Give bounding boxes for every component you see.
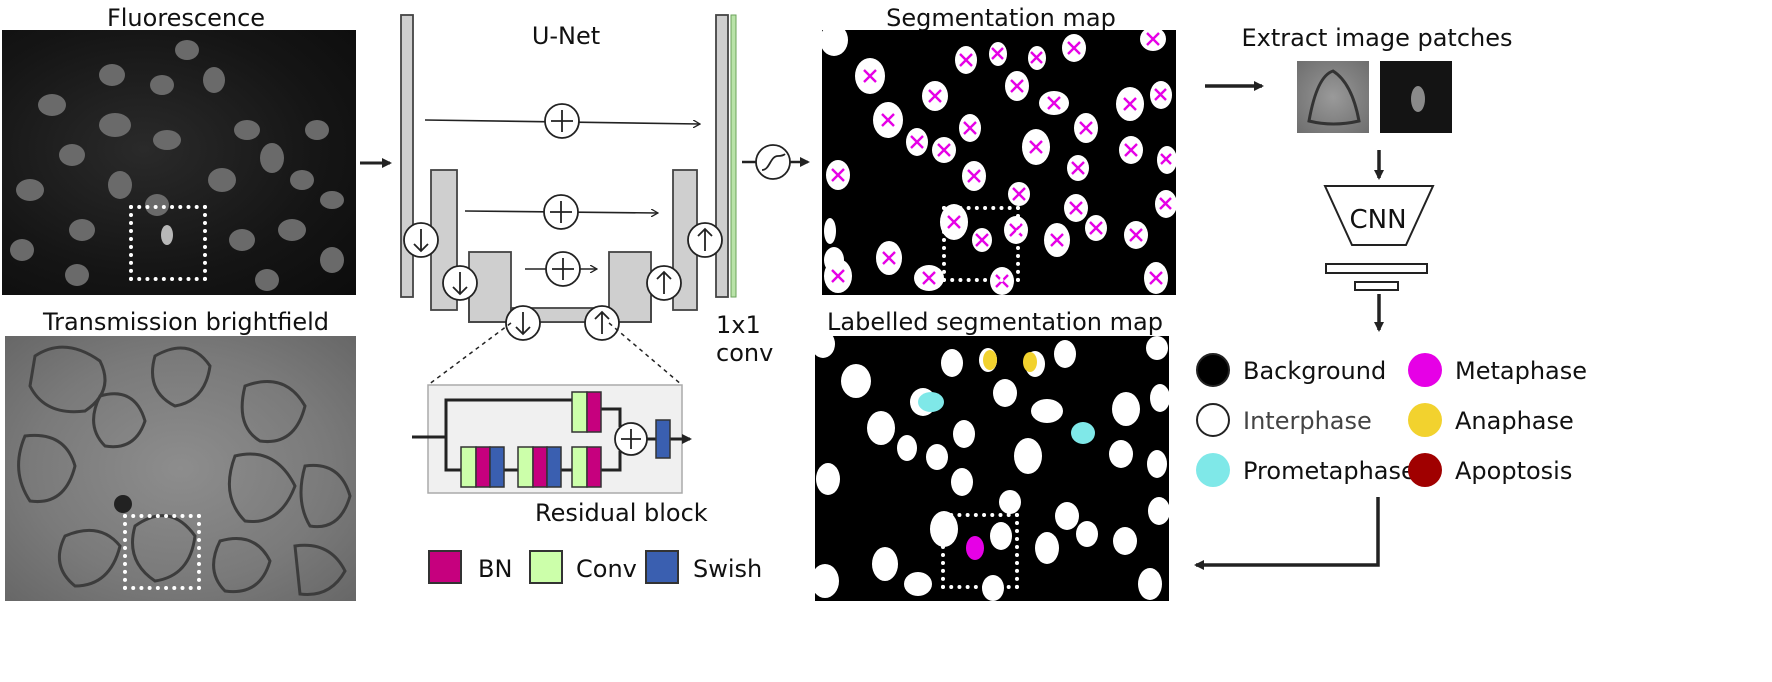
prometaphase-cell [1071, 422, 1095, 444]
sigmoid-icon [755, 144, 791, 180]
cnn-icon [1323, 185, 1435, 246]
prometaphase-swatch [1196, 453, 1230, 487]
segmentation-map [822, 30, 1176, 295]
unet-title: U-Net [531, 22, 601, 50]
anaphase-label: Anaphase [1455, 407, 1574, 435]
labelled-segmentation-map [815, 336, 1169, 601]
metaphase-cell [966, 536, 984, 560]
brightfield-roi-box [123, 514, 201, 590]
conv-label: Conv [576, 555, 637, 583]
swish-swatch [645, 550, 679, 584]
conv-swatch [529, 550, 563, 584]
interphase-swatch [1196, 403, 1230, 437]
background-label: Background [1243, 357, 1387, 385]
upsample-icon-1 [687, 222, 723, 258]
segmentation-roi-box [942, 206, 1020, 282]
labelled-cells [815, 336, 1169, 601]
interphase-label: Interphase [1243, 407, 1372, 435]
downsample-icon-1 [403, 222, 439, 258]
patches-title: Extract image patches [1241, 24, 1513, 52]
labelled-roi-box [941, 513, 1019, 589]
fluorescence-nuclei [10, 40, 344, 291]
upsample-icon-3 [584, 305, 620, 341]
prometaphase-cell [918, 392, 944, 412]
cnn-label: CNN [1349, 205, 1407, 235]
brightfield-image [5, 336, 356, 601]
bn-swatch [428, 550, 462, 584]
fluorescence-roi-box [129, 205, 207, 281]
prometaphase-label: Prometaphase [1243, 457, 1416, 485]
fluorescence-patch [1380, 61, 1452, 133]
brightfield-title: Transmission brightfield [42, 308, 330, 336]
apoptosis-label: Apoptosis [1455, 457, 1573, 485]
fluorescence-image [2, 30, 356, 295]
decoder-bar-3 [608, 251, 652, 323]
metaphase-label: Metaphase [1455, 357, 1588, 385]
segmentation-cells [822, 30, 1176, 295]
anaphase-cell [983, 350, 997, 370]
bn-label: BN [478, 555, 513, 583]
downsample-icon-3 [505, 305, 541, 341]
brightfield-patch [1297, 61, 1369, 133]
fluorescence-title: Fluorescence [106, 4, 266, 32]
anaphase-swatch [1408, 403, 1442, 437]
segmentation-title: Segmentation map [886, 4, 1116, 32]
conv1x1-label-line1: 1x1 [716, 311, 761, 339]
residual-block-caption: Residual block [535, 499, 708, 527]
metaphase-swatch [1408, 353, 1442, 387]
fluorescence-patch-nucleus [1411, 86, 1425, 112]
labelled-title: Labelled segmentation map [827, 308, 1163, 336]
apoptosis-swatch [1408, 453, 1442, 487]
conv1x1-label-line2: conv [716, 339, 774, 367]
brightfield-patch-cell [1307, 69, 1361, 126]
conv1x1-bar [730, 14, 737, 298]
anaphase-cell [1023, 352, 1037, 372]
downsample-icon-2 [442, 265, 478, 301]
decoder-bar-1 [715, 14, 729, 298]
upsample-icon-2 [646, 265, 682, 301]
background-swatch [1196, 353, 1230, 387]
swish-label: Swish [693, 555, 763, 583]
